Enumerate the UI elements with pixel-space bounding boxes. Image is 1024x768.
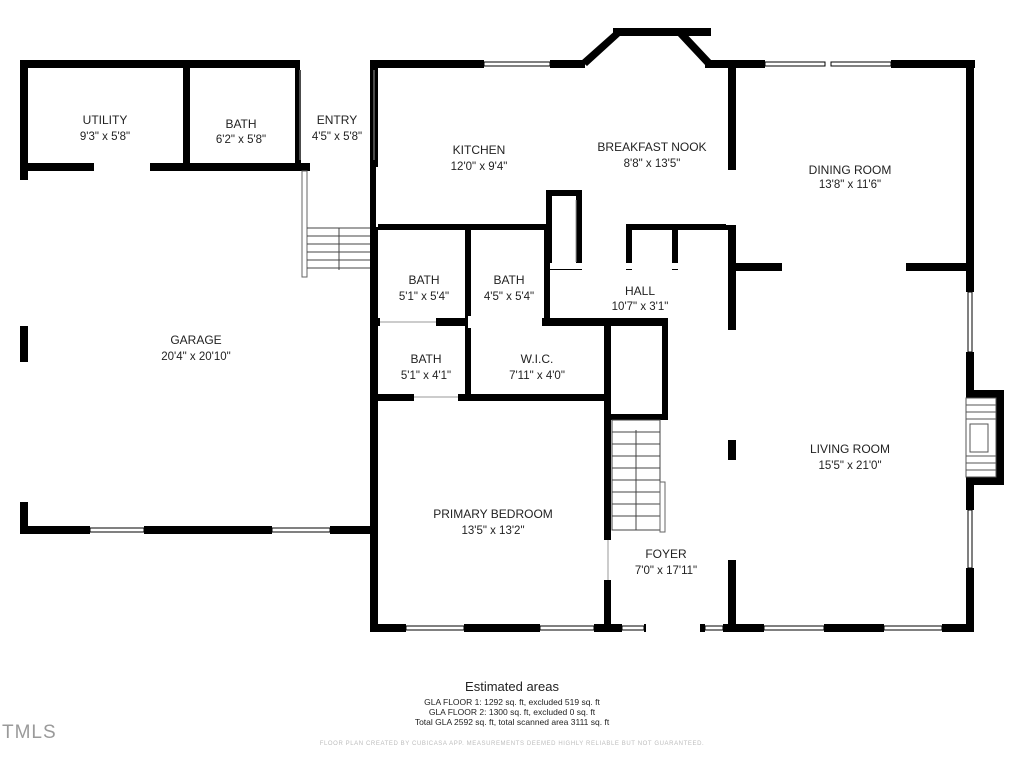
room-name-foyer: FOYER: [645, 547, 687, 561]
room-name-living-room: LIVING ROOM: [809, 442, 890, 456]
room-dims-hall: 10'7" x 3'1": [611, 301, 669, 313]
room-dims-bath-3: 4'5" x 5'4": [483, 291, 535, 303]
room-dims-utility: 9'3" x 5'8": [79, 131, 131, 143]
wall: [966, 477, 1004, 485]
wall: [465, 326, 471, 394]
wall: [20, 163, 310, 171]
wall: [465, 230, 471, 320]
wall: [626, 224, 632, 270]
wall: [996, 390, 1004, 485]
room-name-bath-2: BATH: [408, 273, 440, 287]
room-dims-dining-room: 13'8" x 11'6": [818, 179, 882, 191]
room-dims-wic: 7'11" x 4'0": [509, 370, 565, 382]
wall: [662, 318, 668, 418]
room-name-breakfast-nook: BREAKFAST NOOK: [597, 140, 707, 154]
room-name-garage: GARAGE: [170, 333, 222, 347]
gla-floor-1: GLA FLOOR 1: 1292 sq. ft, excluded 519 s…: [424, 697, 600, 707]
room-name-dining-room: DINING ROOM: [808, 163, 892, 177]
wall: [581, 29, 621, 66]
room-name-primary-bedroom: PRIMARY BEDROOM: [433, 507, 553, 521]
room-name-kitchen: KITCHEN: [452, 143, 506, 157]
wall: [576, 190, 582, 270]
room-dims-breakfast-nook: 8'8" x 13'5": [623, 158, 681, 170]
estimated-areas-title: Estimated areas: [465, 679, 559, 694]
wall: [378, 394, 611, 401]
room-dims-entry: 4'5" x 5'8": [311, 131, 363, 143]
wall: [370, 60, 585, 68]
wall: [20, 526, 376, 534]
wall: [672, 224, 678, 270]
room-name-hall: HALL: [624, 284, 656, 298]
room-dims-living-room: 15'5" x 21'0": [818, 460, 882, 472]
tmls-logo: TMLS: [2, 722, 57, 743]
wall: [544, 228, 550, 320]
wall: [183, 60, 190, 167]
wall: [604, 414, 668, 420]
room-name-bath-3: BATH: [493, 273, 525, 287]
room-dims-foyer: 7'0" x 17'11": [634, 565, 698, 577]
wall: [295, 60, 301, 167]
wall: [626, 224, 736, 230]
wall: [604, 326, 611, 398]
room-dims-bath-2: 5'1" x 5'4": [398, 291, 450, 303]
room-dims-kitchen: 12'0" x 9'4": [450, 161, 508, 173]
room-dims-garage: 20'4" x 20'10": [161, 351, 231, 363]
total-gla: Total GLA 2592 sq. ft, total scanned are…: [414, 717, 610, 727]
room-dims-bath-1: 6'2" x 5'8": [215, 134, 267, 146]
wall: [370, 60, 378, 632]
room-name-bath-4: BATH: [410, 352, 442, 366]
wall: [370, 224, 548, 230]
room-name-wic: W.I.C.: [520, 352, 554, 366]
wall: [20, 60, 372, 68]
wall: [677, 29, 712, 66]
wall: [728, 263, 736, 632]
wall: [604, 394, 611, 632]
room-name-utility: UTILITY: [82, 113, 128, 127]
wall: [546, 190, 582, 196]
disclaimer-text: FLOOR PLAN CREATED BY CUBICASA APP. MEAS…: [319, 741, 705, 747]
room-name-bath-1: BATH: [225, 117, 257, 131]
room-name-entry: ENTRY: [316, 113, 358, 127]
wall: [613, 28, 711, 36]
gla-floor-2: GLA FLOOR 2: 1300 sq. ft, excluded 0 sq.…: [428, 707, 596, 717]
room-dims-primary-bedroom: 13'5" x 13'2": [461, 525, 525, 537]
wall: [966, 390, 1004, 398]
room-dims-bath-4: 5'1" x 4'1": [400, 370, 452, 382]
